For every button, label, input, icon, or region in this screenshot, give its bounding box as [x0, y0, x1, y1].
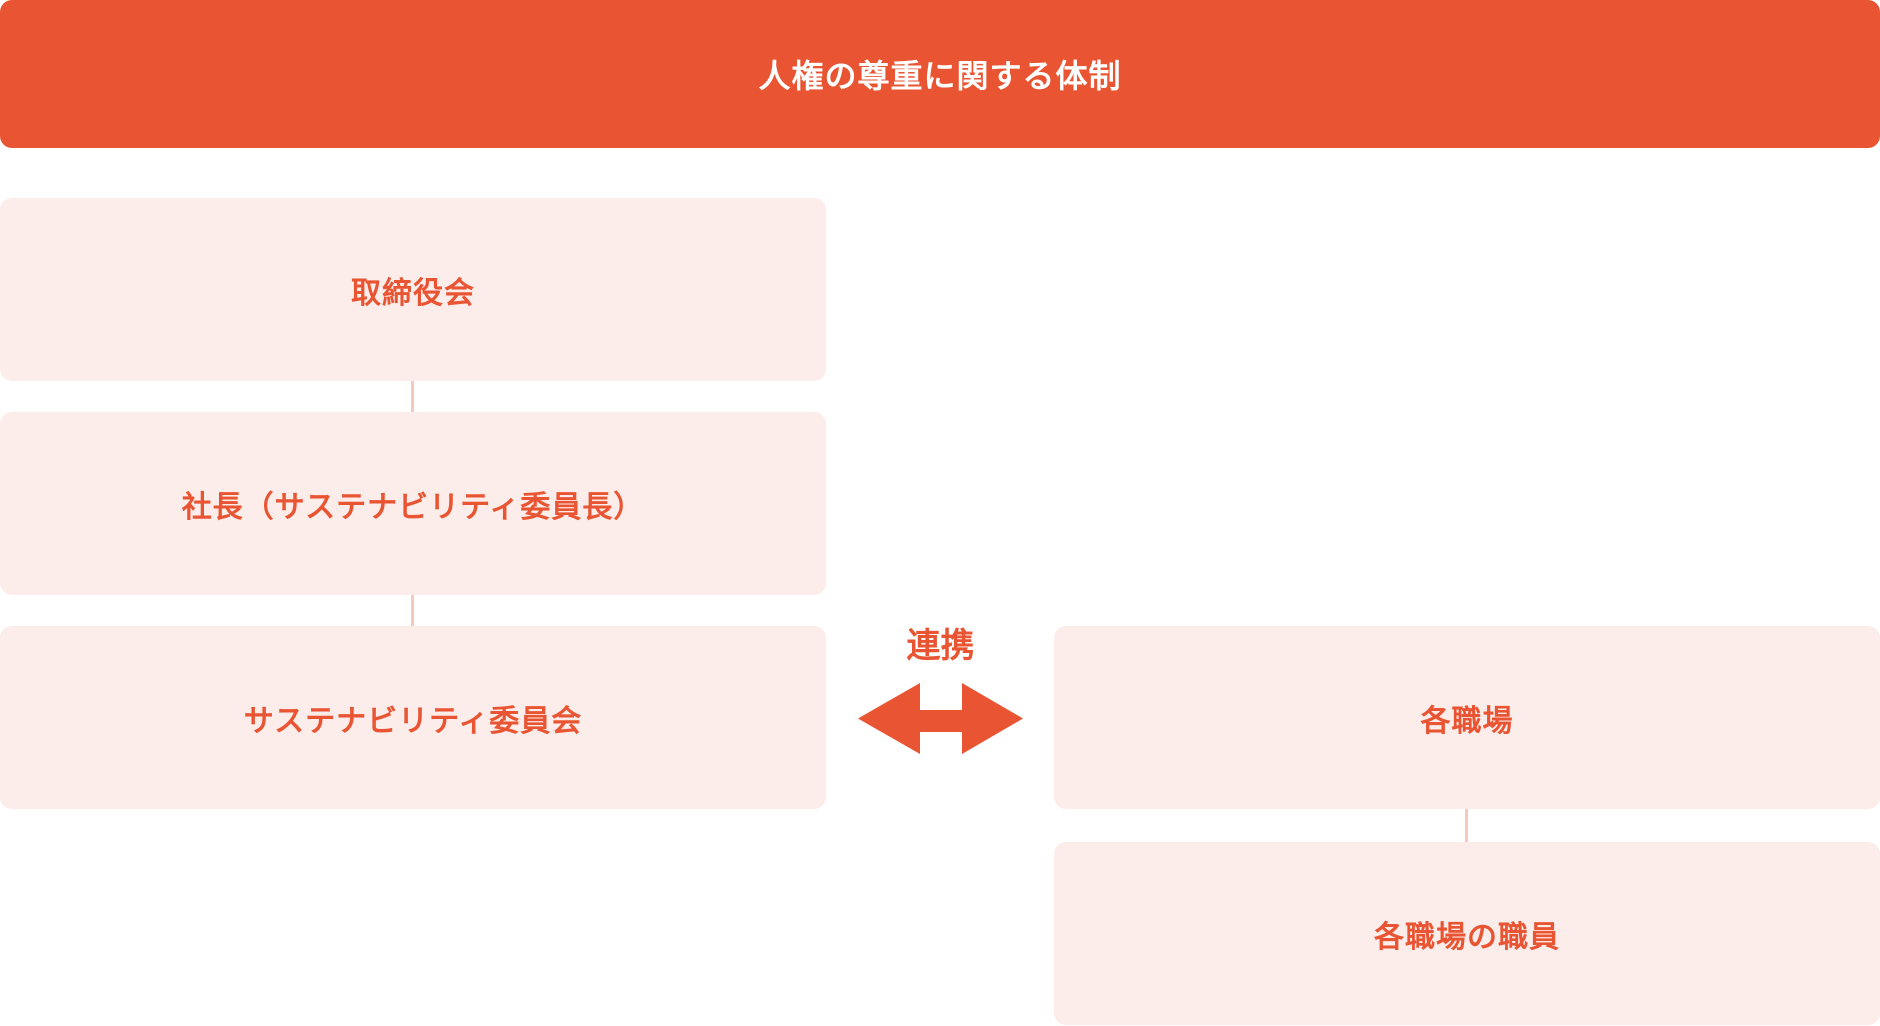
sustainability-committee-box: サステナビリティ委員会 [0, 626, 826, 809]
workplaces-box: 各職場 [1054, 626, 1880, 809]
board-of-directors-box: 取締役会 [0, 198, 826, 381]
double-arrow-icon [858, 683, 1023, 754]
connector-line [411, 381, 414, 412]
link-label: 連携 [906, 626, 975, 666]
diagram-title: 人権の尊重に関する体制 [0, 0, 1880, 148]
connector-line [1465, 809, 1468, 842]
workplace-employees-box: 各職場の職員 [1054, 842, 1880, 1025]
president-box: 社長（サステナビリティ委員長） [0, 412, 826, 595]
connector-line [411, 595, 414, 626]
